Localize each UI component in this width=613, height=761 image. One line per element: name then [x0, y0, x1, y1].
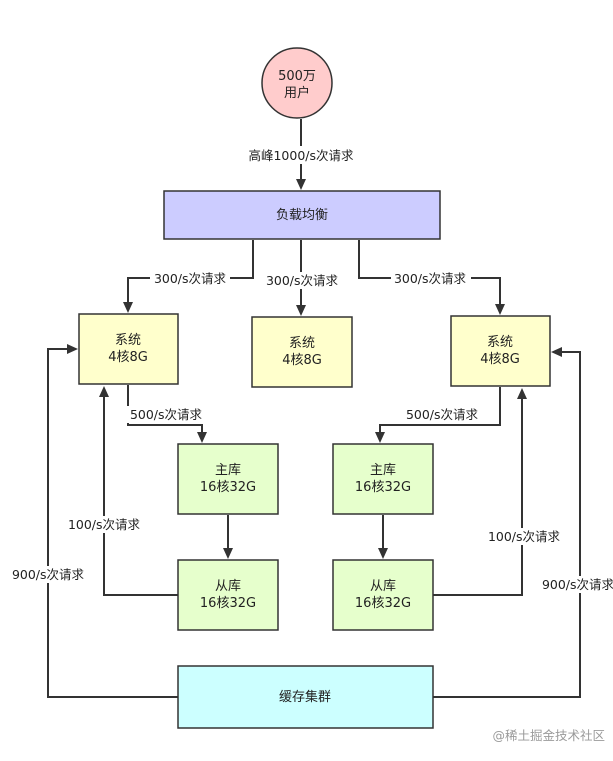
edge-system-left-to-master-left [127, 385, 203, 434]
system-mid-line1: 系统 [289, 336, 315, 351]
edge-labels: 高峰1000/s次请求 300/s次请求 300/s次请求 300/s次请求 5… [8, 146, 613, 593]
node-system-mid: 系统 4核8G [251, 316, 353, 388]
arrowhead [67, 344, 78, 354]
edge-label-right-to-master: 500/s次请求 [406, 407, 479, 422]
slave-left-line1: 从库 [215, 578, 241, 594]
watermark-text: @稀土掘金技术社区 [492, 728, 605, 743]
edge-label-lb-right: 300/s次请求 [394, 271, 467, 286]
users-line2: 用户 [284, 85, 310, 101]
label-bg [8, 566, 88, 583]
edge-label-peak: 高峰1000/s次请求 [248, 148, 354, 163]
node-load-balancer: 负载均衡 [163, 190, 441, 240]
edge-label-slave-left: 100/s次请求 [68, 517, 141, 532]
master-left-line2: 16核32G [200, 480, 256, 495]
cache-cluster-label: 缓存集群 [279, 689, 331, 705]
edge-cache-to-system-right [433, 351, 581, 698]
arrowhead [495, 304, 505, 315]
node-system-right: 系统 4核8G [450, 315, 551, 387]
edge-slave-left-to-system-left [103, 396, 178, 596]
label-bg [64, 516, 144, 533]
master-right-line2: 16核32G [355, 480, 411, 495]
label-bg [404, 406, 484, 423]
label-bg [484, 528, 564, 545]
master-right-line1: 主库 [370, 462, 396, 478]
edge-label-lb-left: 300/s次请求 [154, 271, 227, 286]
edge-label-cache-left: 900/s次请求 [12, 567, 85, 582]
slave-right-line1: 从库 [370, 578, 396, 594]
master-left-line1: 主库 [215, 462, 241, 478]
arrowhead [551, 347, 562, 357]
arrowhead [99, 386, 109, 397]
users-line1: 500万 [278, 69, 316, 84]
label-bg [263, 272, 341, 289]
arrowhead [296, 179, 306, 190]
nodes: 500万 用户 负载均衡 系统 4核8G 系统 4核8G 系统 4核8G 主库 [78, 47, 551, 729]
system-left-line1: 系统 [115, 333, 141, 348]
arrowhead [378, 548, 388, 559]
system-left-line2: 4核8G [108, 350, 148, 365]
arrowhead [223, 548, 233, 559]
label-bg [126, 406, 206, 423]
edge-label-cache-right: 900/s次请求 [542, 577, 613, 592]
edge-label-slave-right: 100/s次请求 [488, 529, 561, 544]
label-bg [541, 576, 613, 593]
edges [47, 119, 581, 698]
label-bg [150, 270, 230, 287]
system-right-line2: 4核8G [480, 352, 520, 367]
label-bg [391, 270, 471, 287]
node-slave-right: 从库 16核32G [332, 559, 434, 631]
node-slave-left: 从库 16核32G [177, 559, 279, 631]
arrowhead [517, 388, 527, 399]
edge-label-left-to-master: 500/s次请求 [130, 407, 203, 422]
node-system-left: 系统 4核8G [78, 313, 179, 385]
arrowhead [296, 305, 306, 316]
system-right-line1: 系统 [487, 335, 513, 350]
edge-cache-to-system-left [47, 348, 178, 698]
system-mid-line2: 4核8G [282, 353, 322, 368]
node-master-right: 主库 16核32G [332, 443, 434, 515]
node-master-left: 主库 16核32G [177, 443, 279, 515]
arrowhead [375, 432, 385, 443]
edge-label-lb-mid: 300/s次请求 [266, 273, 339, 288]
edge-slave-right-to-system-right [433, 398, 523, 596]
node-cache-cluster: 缓存集群 [177, 665, 434, 729]
arrowhead [197, 432, 207, 443]
arrowhead [123, 302, 133, 313]
load-balancer-label: 负载均衡 [276, 208, 328, 223]
slave-right-line2: 16核32G [355, 596, 411, 611]
edge-system-right-to-master-right [379, 387, 501, 434]
slave-left-line2: 16核32G [200, 596, 256, 611]
label-bg [244, 146, 362, 164]
node-users: 500万 用户 [261, 47, 333, 119]
